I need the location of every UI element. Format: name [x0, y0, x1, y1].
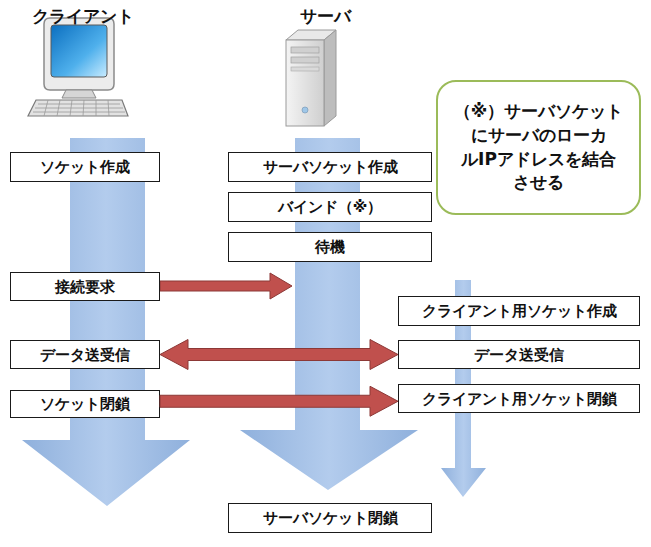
note-box: （※）サーバソケット にサーバのローカ ルIPアドレスを結合 させる — [436, 80, 641, 215]
process-box: データ送受信 — [398, 340, 640, 369]
process-box: バインド（※） — [228, 192, 432, 222]
box-text: バインド（※） — [278, 198, 383, 216]
process-box: サーバソケット閉鎖 — [228, 503, 432, 533]
box-text: クライアント用ソケット閉鎖 — [422, 390, 617, 408]
box-text: サーバソケット作成 — [263, 158, 398, 176]
timeline-arrow — [240, 138, 418, 490]
computer-icon — [28, 18, 128, 116]
box-text: データ送受信 — [40, 346, 130, 364]
message-arrow — [160, 386, 398, 416]
process-box: データ送受信 — [10, 340, 160, 369]
box-text: （※）サーバソケット にサーバのローカ ルIPアドレスを結合 させる — [448, 100, 629, 195]
timeline-arrow — [22, 138, 190, 506]
process-box: 接続要求 — [10, 272, 160, 301]
process-box: サーバソケット作成 — [228, 152, 432, 182]
process-box: クライアント用ソケット閉鎖 — [398, 384, 640, 413]
box-text: 待機 — [315, 238, 345, 256]
process-box: ソケット作成 — [10, 152, 160, 182]
lane-title: クライアント — [32, 5, 134, 28]
box-text: サーバソケット閉鎖 — [263, 509, 398, 527]
lane-title: サーバ — [300, 5, 351, 28]
process-box: クライアント用ソケット作成 — [398, 296, 640, 326]
box-text: データ送受信 — [474, 346, 564, 364]
message-arrow — [160, 340, 398, 370]
box-text: クライアント用ソケット作成 — [422, 302, 617, 320]
process-box: 待機 — [228, 232, 432, 262]
server-icon — [286, 30, 336, 126]
box-text: ソケット閉鎖 — [40, 395, 130, 413]
process-box: ソケット閉鎖 — [10, 390, 160, 418]
request-arrow — [160, 273, 292, 299]
box-text: 接続要求 — [55, 278, 115, 296]
box-text: ソケット作成 — [40, 158, 130, 176]
